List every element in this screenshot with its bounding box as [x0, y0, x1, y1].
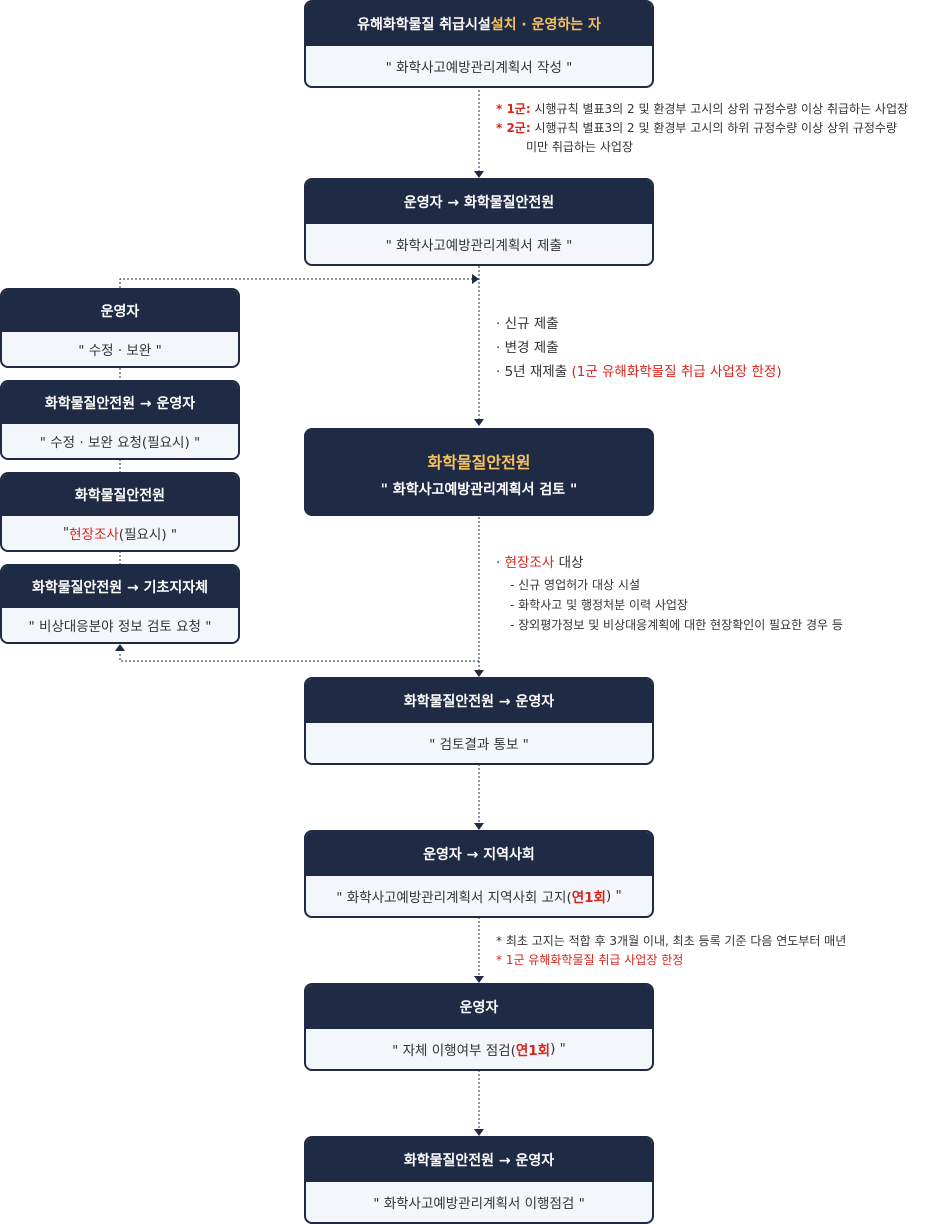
step6-box: 운영자 " 자체 이행여부 점검(연1회) "	[304, 983, 654, 1071]
arrow-down-icon	[474, 823, 484, 830]
step3-body: " 화학사고예방관리계획서 검토 "	[380, 482, 578, 498]
step5-title: 운영자 → 지역사회	[306, 832, 652, 876]
step4-body: " 검토결과 통보 "	[429, 737, 529, 753]
step1-title: 유해화학물질 취급시설 설치 · 운영하는 자	[306, 2, 652, 46]
arrow-down-icon	[474, 976, 484, 983]
inspection-list: · 현장조사 대상 - 신규 영업허가 대상 시설 - 화학사고 및 행정처분 …	[496, 555, 843, 632]
notice-note: * 최초 고지는 적합 후 3개월 이내, 최초 등록 기준 다음 연도부터 매…	[496, 934, 847, 967]
arrow-down-icon	[474, 670, 484, 677]
arrow-up-icon	[115, 644, 125, 651]
step2-title: 운영자 → 화학물질안전원	[306, 180, 652, 224]
connector-loop-top	[119, 278, 472, 288]
arrow-down-icon	[474, 171, 484, 178]
step2-box: 운영자 → 화학물질안전원 " 화학사고예방관리계획서 제출 "	[304, 178, 654, 266]
step6-title: 운영자	[306, 985, 652, 1029]
step7-title: 화학물질안전원 → 운영자	[306, 1138, 652, 1182]
step6-body: " 자체 이행여부 점검(연1회) "	[392, 1041, 566, 1059]
step1-body: " 화학사고예방관리계획서 작성 "	[385, 60, 573, 76]
side-box-4: 화학물질안전원 → 기초지자체 " 비상대응분야 정보 검토 요청 "	[0, 564, 240, 644]
connector-loop-bottom	[119, 652, 479, 662]
step7-body: " 화학사고예방관리계획서 이행점검 "	[373, 1196, 585, 1212]
side-box-1: 운영자 " 수정 · 보완 "	[0, 288, 240, 368]
side-box-2: 화학물질안전원 → 운영자 " 수정 · 보완 요청(필요시) "	[0, 380, 240, 460]
step2-body: " 화학사고예방관리계획서 제출 "	[385, 238, 573, 254]
arrow-down-icon	[474, 1129, 484, 1136]
step3-box: 화학물질안전원 " 화학사고예방관리계획서 검토 "	[304, 428, 654, 516]
group-note: * 1군: 시행규칙 별표3의 2 및 환경부 고시의 상위 규정수량 이상 취…	[496, 102, 909, 154]
step3-title: 화학물질안전원	[427, 453, 531, 472]
submit-types-list: · 신규 제출 · 변경 제출 · 5년 재제출 (1군 유해화학물질 취급 사…	[496, 316, 782, 380]
step1-box: 유해화학물질 취급시설 설치 · 운영하는 자 " 화학사고예방관리계획서 작성…	[304, 0, 654, 88]
step5-box: 운영자 → 지역사회 " 화학사고예방관리계획서 지역사회 고지(연1회) "	[304, 830, 654, 918]
step5-body: " 화학사고예방관리계획서 지역사회 고지(연1회) "	[336, 888, 622, 906]
side-box-3: 화학물질안전원 " 현장조사(필요시) "	[0, 472, 240, 552]
step4-box: 화학물질안전원 → 운영자 " 검토결과 통보 "	[304, 677, 654, 765]
step4-title: 화학물질안전원 → 운영자	[306, 679, 652, 723]
arrow-down-icon	[474, 419, 484, 426]
arrow-right-icon	[472, 274, 479, 284]
step7-box: 화학물질안전원 → 운영자 " 화학사고예방관리계획서 이행점검 "	[304, 1136, 654, 1224]
